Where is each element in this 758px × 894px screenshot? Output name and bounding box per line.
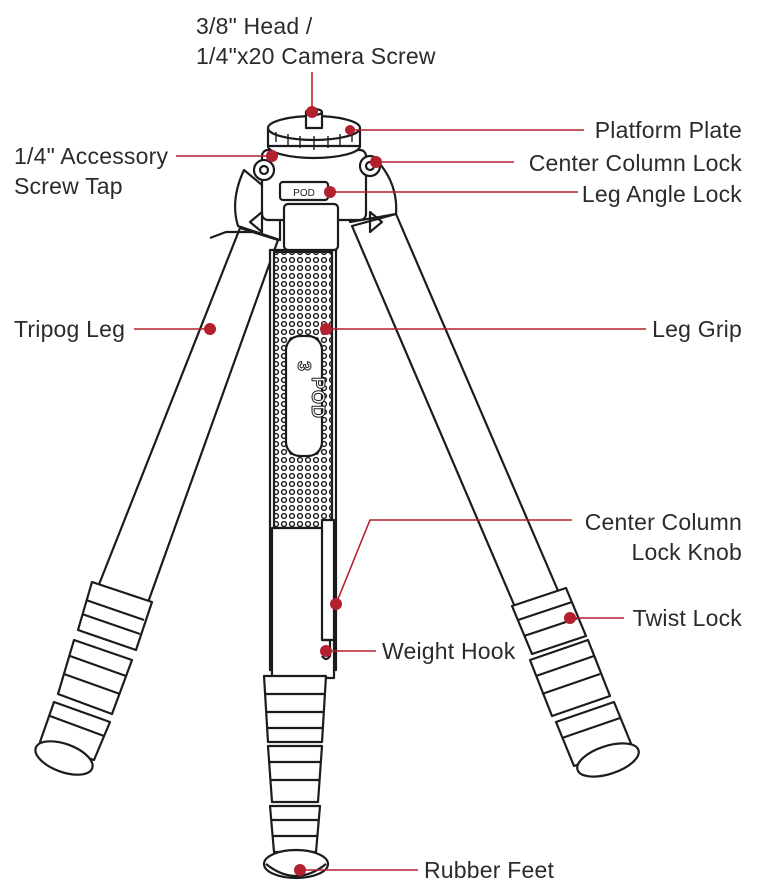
leg-logo-text: POD [308,377,328,419]
label-rubber-feet: Rubber Feet [424,857,555,883]
right-leg [350,212,640,778]
dot-tripod-leg [204,323,216,335]
dot-center-column-lock [370,156,382,168]
label-tripod-leg: Tripog Leg [14,316,126,342]
left-twist-lock [38,580,154,762]
center-rubber-foot [262,848,330,880]
dot-camera-screw [306,106,318,118]
head-logo-text: POD [293,188,315,199]
dot-accessory-tap [266,150,278,162]
label-leg-angle-lock: Leg Angle Lock [581,181,742,207]
dot-twist-lock [564,612,576,624]
label-leg-grip: Leg Grip [652,316,742,342]
center-column-rod [320,518,336,642]
label-platform-plate: Platform Plate [594,117,742,143]
left-leg [34,226,280,776]
label-accessory-line1: 1/4" Accessory [14,143,169,169]
dot-leg-grip [320,323,332,335]
dot-platform-plate [345,125,355,135]
dot-leg-angle-lock [324,186,336,198]
right-twist-lock [510,586,634,768]
right-rubber-foot [576,742,640,778]
center-leg: POD 3 [262,248,338,880]
weight-hook-shape [321,638,332,661]
label-accessory-line2: Screw Tap [14,173,123,199]
dot-center-column-knob [330,598,342,610]
label-center-column-knob-line1: Center Column [584,509,742,535]
left-rubber-foot [34,740,94,776]
callout-dots [204,106,576,876]
label-center-column-lock: Center Column Lock [528,150,742,176]
center-twist-lock [262,674,328,854]
label-head-line1: 3/8" Head / [196,13,313,39]
dot-weight-hook [320,645,332,657]
label-head-line2: 1/4"x20 Camera Screw [196,43,436,69]
label-weight-hook: Weight Hook [382,638,516,664]
dot-rubber-feet [294,864,306,876]
label-center-column-knob-line2: Lock Knob [631,539,742,565]
label-twist-lock: Twist Lock [632,605,742,631]
leg-logo-mark: 3 [294,361,314,371]
callouts [134,72,646,871]
head-assembly: POD [233,107,398,252]
